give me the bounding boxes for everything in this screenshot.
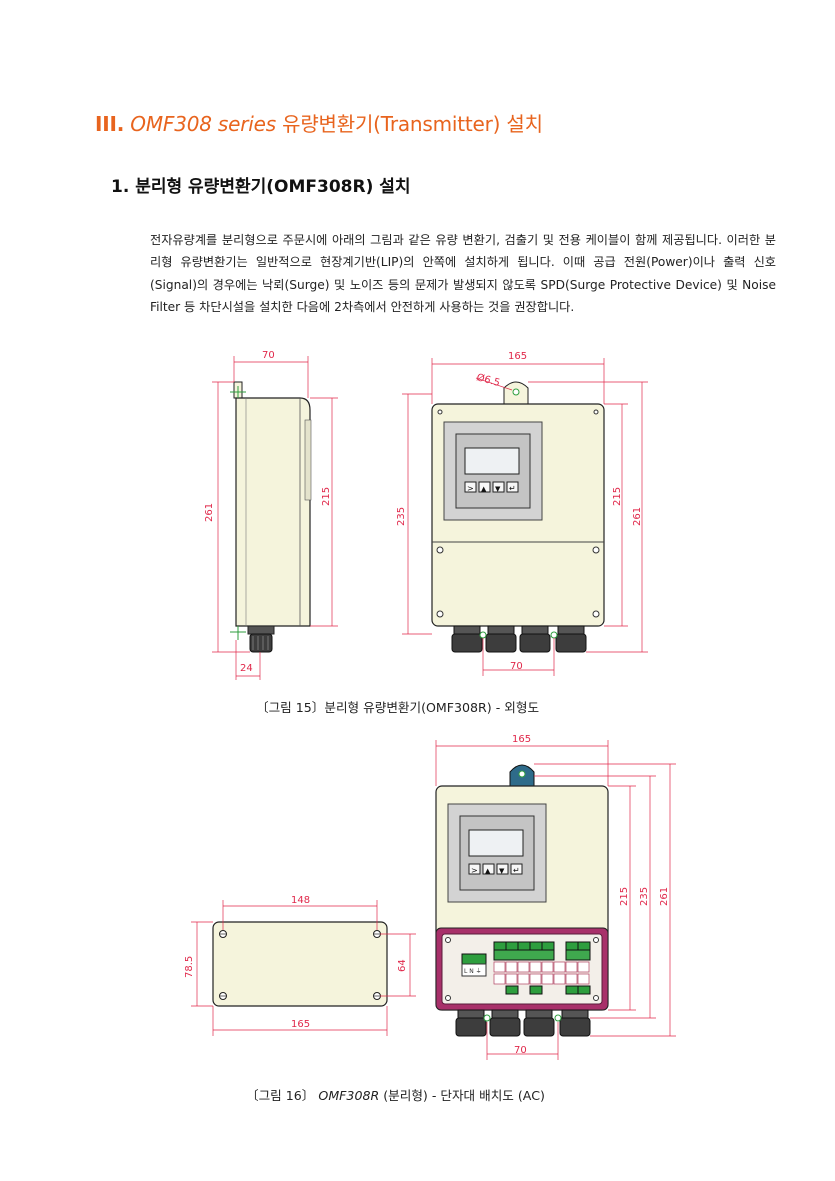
dim-side-height-body: 215 [321, 487, 332, 506]
dim-bottom-height-outer: 78.5 [184, 956, 195, 978]
svg-text:>: > [471, 866, 478, 875]
power-terminal-label: L N ⏚ [464, 968, 482, 975]
dim-front-height-left: 235 [396, 507, 407, 526]
terminal-front-view: > ▲ ▼ ↵ L N ⏚ [435, 734, 676, 1060]
bottom-view: 148 78.5 64 165 [184, 895, 416, 1036]
dim-f16-width: 165 [512, 734, 531, 745]
dim-hole: Ø6.5 [475, 371, 501, 389]
dim-front-height-body: 215 [612, 487, 623, 506]
svg-text:▼: ▼ [499, 867, 505, 875]
dim-front-width: 165 [508, 351, 527, 362]
svg-text:▼: ▼ [495, 485, 501, 493]
figure-16-caption-model: OMF308R [318, 1088, 380, 1103]
dim-f16-h-body: 215 [619, 887, 630, 906]
side-view: 70 261 215 24 [204, 350, 338, 680]
dim-f16-h-mid: 235 [639, 887, 650, 906]
section-title: 1. 분리형 유량변환기(OMF308R) 설치 [111, 177, 411, 197]
svg-text:↵: ↵ [509, 484, 516, 493]
dim-bottom-width: 165 [291, 1019, 310, 1030]
figure-16-caption-rest: (분리형) - 단자대 배치도 (AC) [383, 1088, 545, 1103]
dim-front-height-total: 261 [632, 507, 643, 526]
svg-text:▲: ▲ [481, 485, 487, 493]
dim-f16-gland-spacing: 70 [514, 1045, 527, 1056]
dim-bottom-height-inner: 64 [397, 959, 408, 972]
figure-16-caption: 〔그림 16〕 OMF308R (분리형) - 단자대 배치도 (AC) [246, 1085, 545, 1104]
figure-15-caption: 〔그림 15〕분리형 유량변환기(OMF308R) - 외형도 [256, 700, 540, 715]
chapter-model: OMF308 series [130, 112, 276, 136]
svg-text:>: > [467, 484, 474, 493]
dim-gland-spacing: 70 [510, 661, 523, 672]
dim-f16-h-total: 261 [659, 887, 670, 906]
dim-side-width: 70 [262, 350, 275, 361]
intro-paragraph: 전자유량계를 분리형으로 주문시에 아래의 그림과 같은 유량 변환기, 검출기… [150, 233, 776, 315]
chapter-title: III. OMF308 series 유량변환기(Transmitter) 설치 [95, 108, 543, 137]
chapter-roman: III. [95, 112, 125, 136]
svg-text:▲: ▲ [485, 867, 491, 875]
dim-bottom-width-top: 148 [291, 895, 310, 906]
front-view: > ▲ ▼ ↵ [396, 351, 648, 676]
chapter-rest: 유량변환기(Transmitter) 설치 [282, 112, 543, 136]
dim-side-gland: 24 [240, 663, 253, 674]
dim-side-height-total: 261 [204, 503, 215, 522]
figure-16-caption-prefix: 〔그림 16〕 [246, 1088, 315, 1103]
svg-text:↵: ↵ [513, 866, 520, 875]
